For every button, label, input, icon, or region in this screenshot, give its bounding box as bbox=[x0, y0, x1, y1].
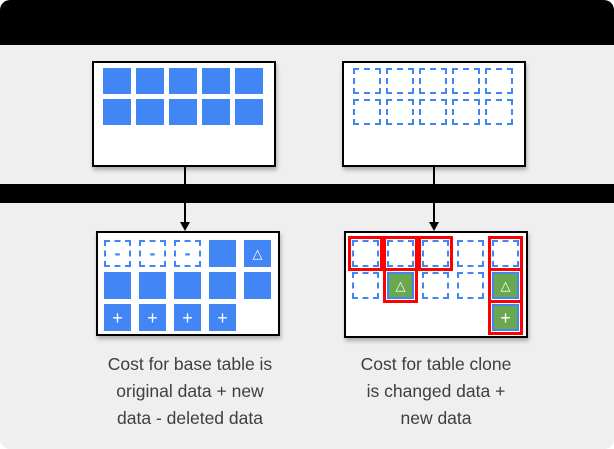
cell-solid bbox=[169, 68, 197, 94]
base-table-after-grid: ---△++++ bbox=[104, 240, 272, 331]
cell-dashed bbox=[457, 240, 484, 267]
cell-solid-plus: + bbox=[104, 304, 131, 331]
table-clone-initial-box bbox=[342, 61, 526, 167]
cell-solid bbox=[104, 272, 131, 299]
cell-dashed-minus: - bbox=[104, 240, 131, 267]
flow-arrow-clone bbox=[429, 167, 439, 231]
cell-green-delta-red: △ bbox=[488, 268, 523, 303]
table-clone-after-box: △△+ bbox=[344, 231, 528, 338]
base-table-cost-caption: Cost for base table is original data + n… bbox=[80, 351, 300, 432]
arrow-head-icon bbox=[180, 222, 190, 231]
cell-solid-plus: + bbox=[174, 304, 201, 331]
table-clone-initial-grid bbox=[353, 68, 515, 125]
cell-dashed bbox=[353, 68, 381, 94]
cell-dashed-minus: - bbox=[174, 240, 201, 267]
cell-dashed bbox=[452, 99, 480, 125]
caption-line: data - deleted data bbox=[117, 408, 263, 428]
cell-solid bbox=[235, 68, 263, 94]
cell-solid bbox=[169, 99, 197, 125]
caption-line: Cost for table clone bbox=[360, 354, 512, 374]
top-black-bar bbox=[0, 0, 614, 45]
cell-dashed bbox=[422, 272, 449, 299]
cell-solid bbox=[136, 99, 164, 125]
divider-black-bar bbox=[0, 184, 614, 203]
cell-solid bbox=[139, 272, 166, 299]
cell-solid bbox=[209, 240, 236, 267]
cell-green-plus-red: + bbox=[488, 300, 523, 335]
cell-dashed-minus: - bbox=[139, 240, 166, 267]
cell-dashed bbox=[352, 272, 379, 299]
cell-dashed-red bbox=[348, 236, 383, 271]
cell-dashed bbox=[353, 99, 381, 125]
caption-line: is changed data + bbox=[366, 381, 506, 401]
arrow-head-icon bbox=[429, 222, 439, 231]
cell-solid bbox=[202, 99, 230, 125]
cell-solid bbox=[209, 272, 236, 299]
cell-solid bbox=[103, 68, 131, 94]
cell-solid bbox=[174, 272, 201, 299]
cell-dashed-red bbox=[488, 236, 523, 271]
cell-dashed bbox=[386, 68, 414, 94]
table-clone-after-grid: △△+ bbox=[348, 236, 523, 335]
cell-dashed bbox=[452, 68, 480, 94]
cell-dashed bbox=[485, 99, 513, 125]
caption-line: Cost for base table is bbox=[107, 354, 273, 374]
cell-dashed bbox=[457, 272, 484, 299]
base-table-original-box bbox=[92, 61, 276, 167]
cell-dashed-red bbox=[418, 236, 453, 271]
cell-solid bbox=[103, 99, 131, 125]
cell-solid bbox=[235, 99, 263, 125]
table-clone-cost-caption: Cost for table clone is changed data + n… bbox=[326, 351, 546, 432]
cell-green-delta-red: △ bbox=[383, 268, 418, 303]
cell-solid bbox=[244, 272, 271, 299]
cell-solid-plus: + bbox=[209, 304, 236, 331]
cell-solid-delta: △ bbox=[244, 240, 271, 267]
cell-solid-plus: + bbox=[139, 304, 166, 331]
cell-dashed bbox=[386, 99, 414, 125]
cell-solid bbox=[202, 68, 230, 94]
base-table-after-box: ---△++++ bbox=[96, 231, 280, 336]
flow-arrow-base bbox=[180, 167, 190, 231]
cell-solid bbox=[136, 68, 164, 94]
base-table-original-grid bbox=[103, 68, 265, 125]
cell-dashed bbox=[419, 99, 447, 125]
caption-line: original data + new bbox=[116, 381, 264, 401]
cell-dashed bbox=[485, 68, 513, 94]
caption-line: new data bbox=[400, 408, 472, 428]
cell-dashed-red bbox=[383, 236, 418, 271]
cell-dashed bbox=[419, 68, 447, 94]
